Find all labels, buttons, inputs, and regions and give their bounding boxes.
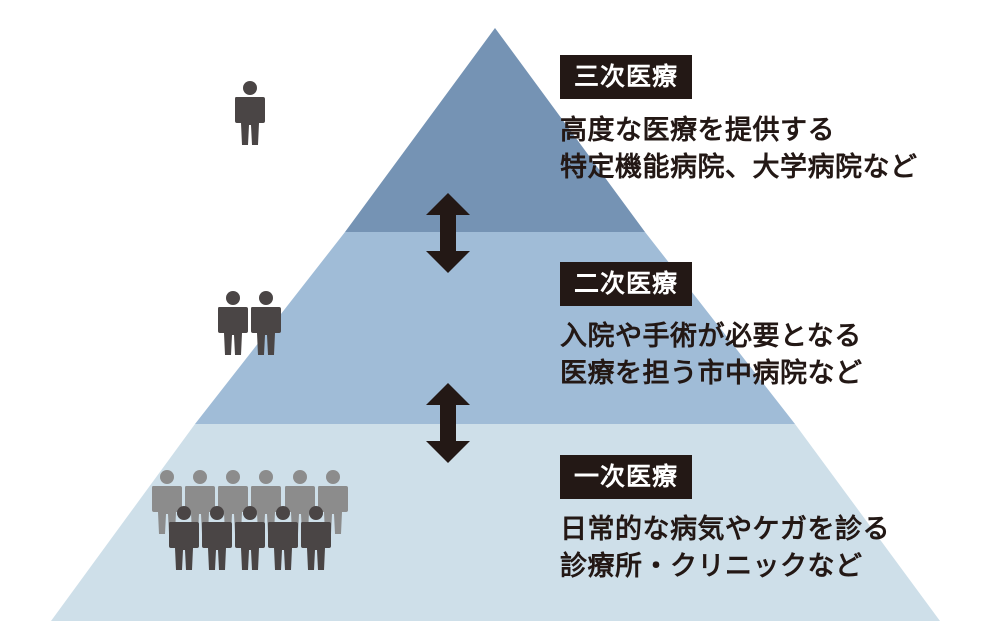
- double-arrow-icon: [426, 193, 470, 273]
- tier-description-secondary: 入院や手術が必要となる 医療を担う市中病院など: [560, 318, 863, 392]
- single-person-icon: [235, 81, 265, 145]
- tier-label-primary: 一次医療: [560, 455, 693, 499]
- tier-label-secondary: 二次医療: [560, 262, 693, 306]
- tier-primary: [51, 424, 940, 621]
- description-line: 特定機能病院、大学病院など: [560, 152, 918, 183]
- double-arrow-icon: [426, 383, 470, 463]
- tier-label-tertiary: 三次医療: [560, 55, 693, 99]
- person-icon: [218, 291, 248, 355]
- description-line: 診療所・クリニックなど: [560, 551, 863, 582]
- description-line: 高度な医療を提供する: [560, 115, 835, 146]
- description-line: 医療を担う市中病院など: [560, 358, 863, 389]
- two-people-icon: [218, 291, 281, 355]
- description-line: 入院や手術が必要となる: [560, 321, 862, 352]
- person-icon: [235, 81, 265, 145]
- description-line: 日常的な病気やケガを診る: [560, 514, 890, 545]
- tier-description-primary: 日常的な病気やケガを診る 診療所・クリニックなど: [560, 511, 890, 585]
- tier-tertiary: [345, 28, 645, 232]
- tier-description-tertiary: 高度な医療を提供する 特定機能病院、大学病院など: [560, 112, 918, 186]
